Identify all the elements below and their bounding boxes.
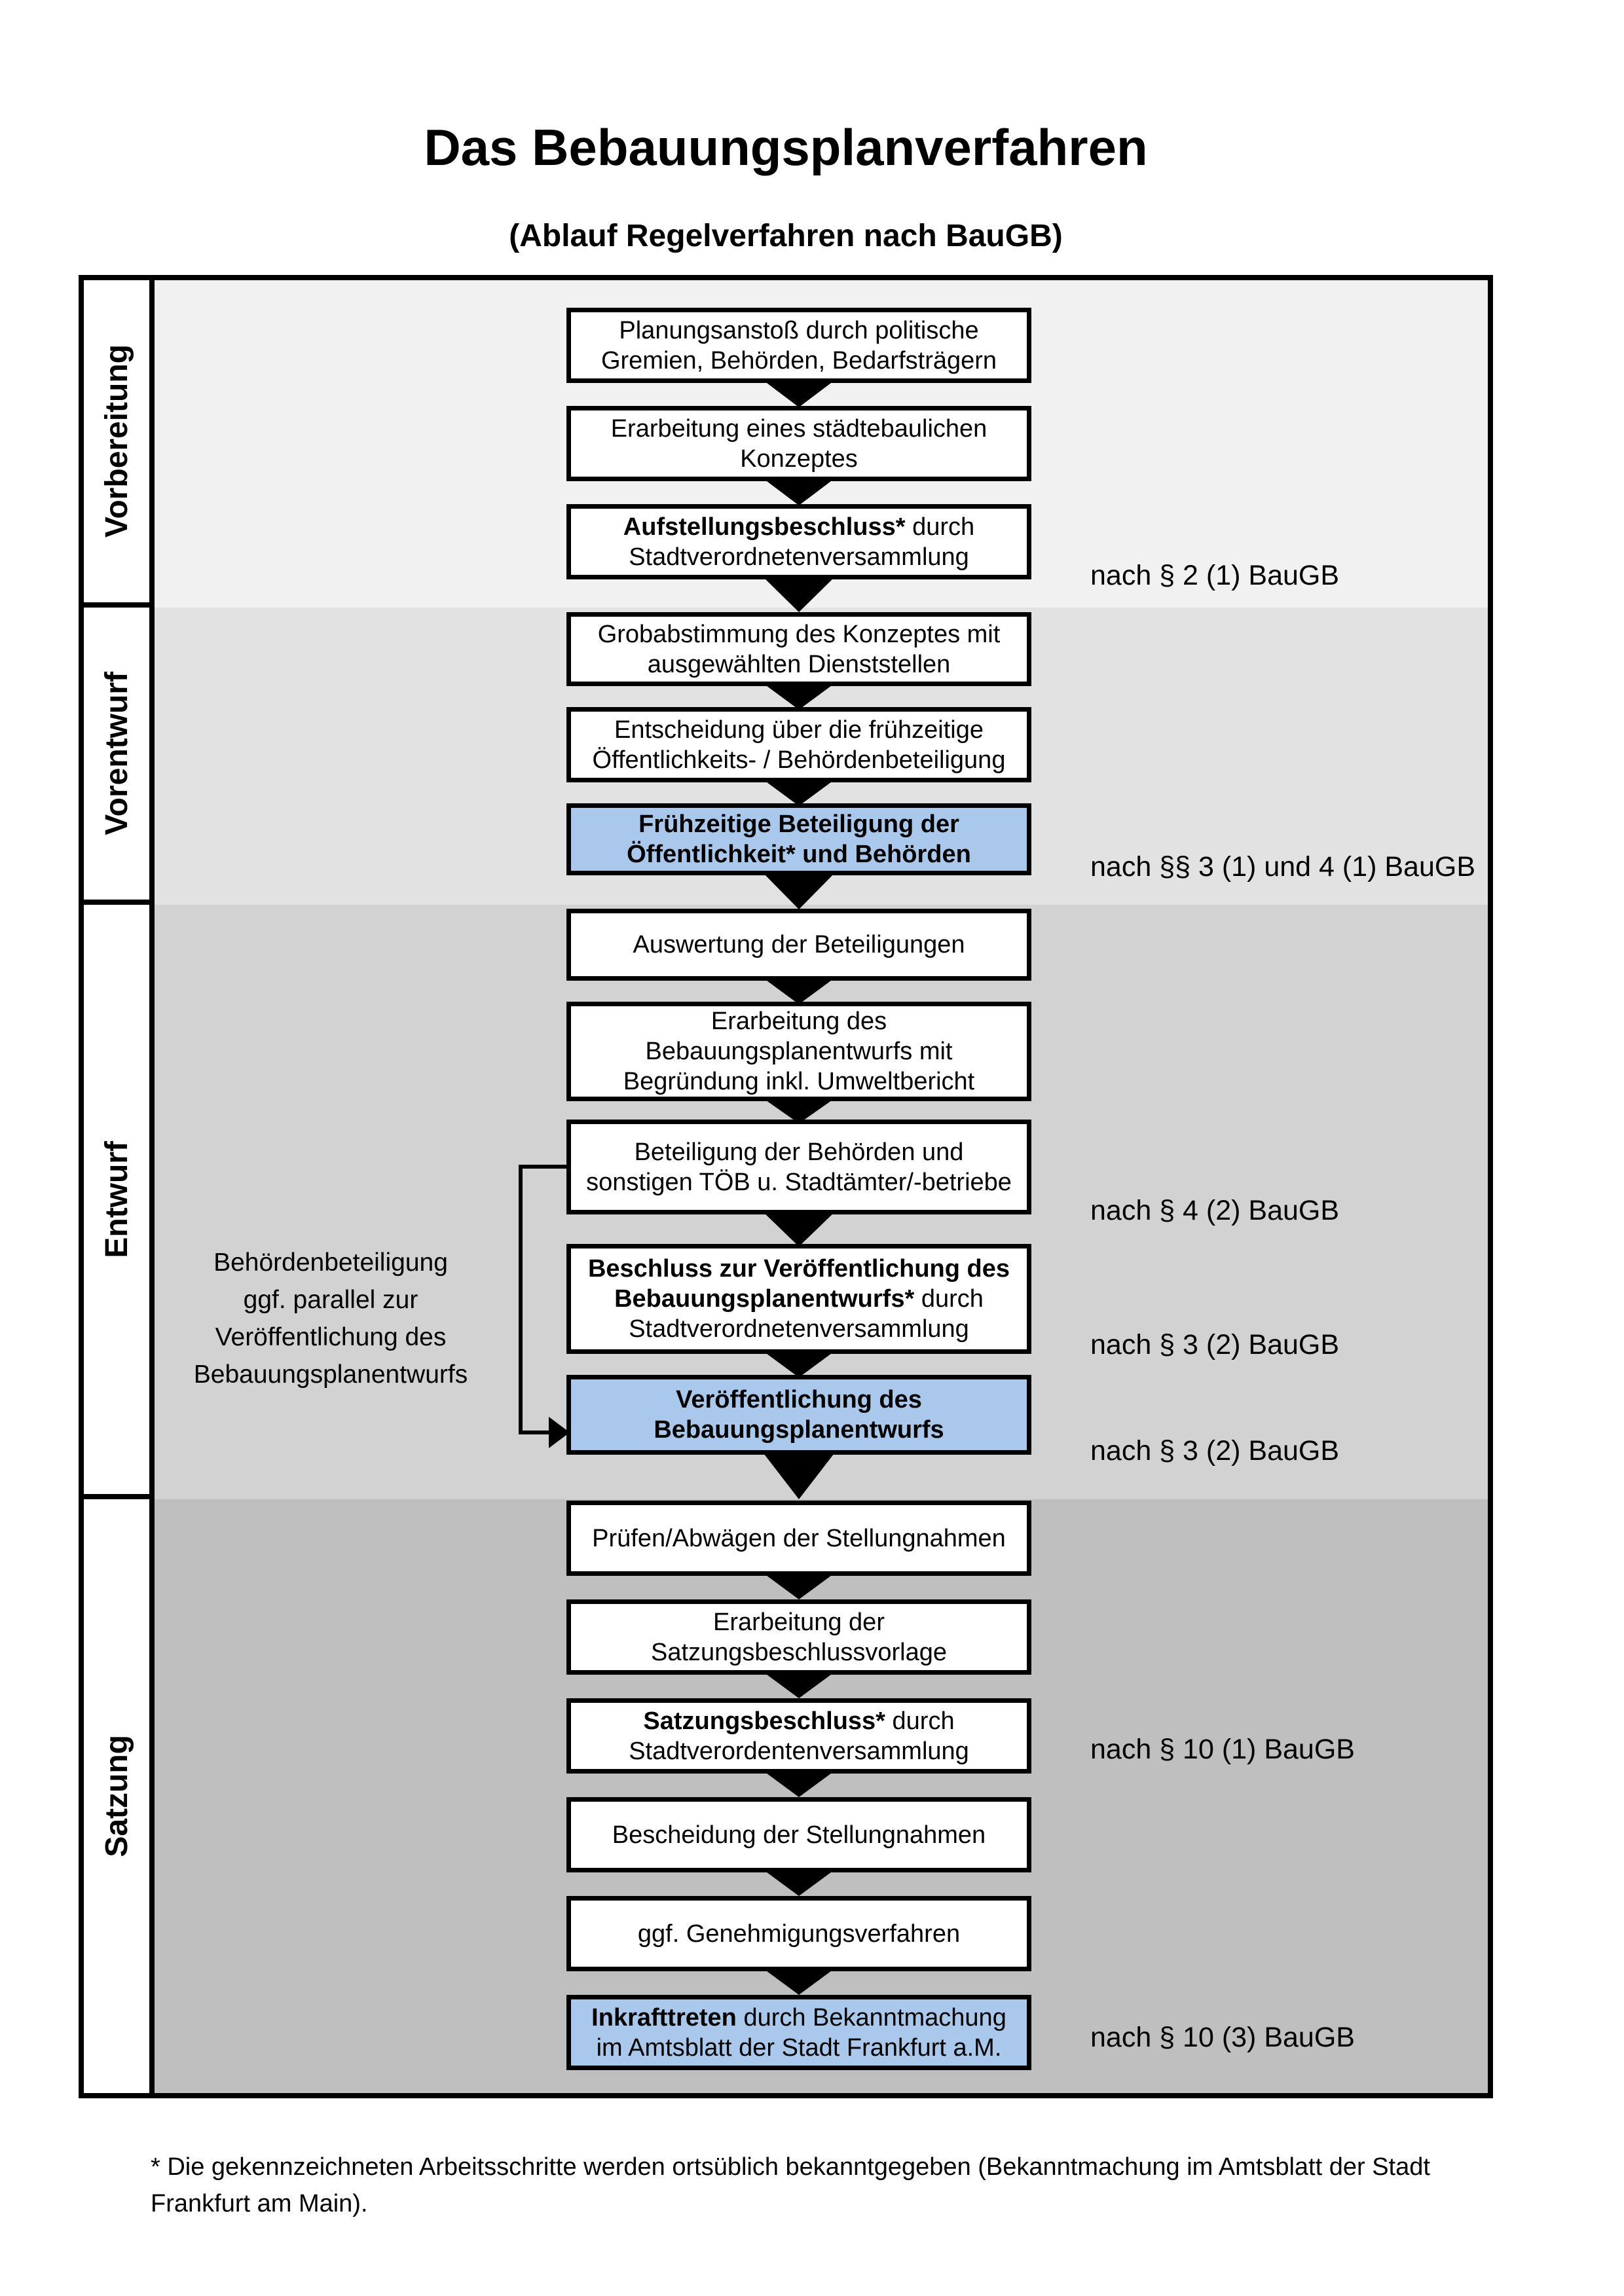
flow-arrow — [762, 1868, 836, 1896]
flow-arrow — [762, 1211, 836, 1247]
step-box-inkrafttreten: Inkrafttreten durch Bekanntmachung im Am… — [566, 1995, 1031, 2070]
step-box-behoerdenbeteiligung: Beteiligung der Behörden und sonstigen T… — [566, 1120, 1031, 1214]
step-box-satzungsbeschlussvorlage: Erarbeitung der Satzungsbeschlussvorlage — [566, 1599, 1031, 1675]
flow-arrow — [762, 1572, 836, 1599]
phase-cell-entwurf: Entwurf — [84, 905, 155, 1499]
flow-arrow — [762, 977, 836, 1004]
step-box-genehmigungsverfahren: ggf. Genehmigungsverfahren — [566, 1896, 1031, 1971]
header: Das Bebauungsplanverfahren (Ablauf Regel… — [79, 118, 1493, 254]
legal-ref-4: nach § 3 (2) BauGB — [1090, 1329, 1340, 1360]
flow-arrow — [762, 1097, 836, 1123]
step-box-bescheidung: Bescheidung der Stellungnahmen — [566, 1797, 1031, 1872]
phase-cell-vorentwurf: Vorentwurf — [84, 608, 155, 905]
flow-arrow — [762, 871, 836, 909]
flow-arrow — [762, 1671, 836, 1698]
connector-line-top — [519, 1165, 566, 1169]
flow-arrow — [762, 575, 836, 612]
step-box-planungsanstoss: Planungsanstoß durch politische Gremien,… — [566, 308, 1031, 383]
flow-arrow — [762, 477, 836, 505]
flow-arrow — [762, 682, 836, 710]
flow-arrow — [762, 1451, 836, 1499]
legal-ref-3: nach § 4 (2) BauGB — [1090, 1195, 1340, 1226]
step-box-veroeffentlichungs-beschluss: Beschluss zur Veröffentlichung des Bebau… — [566, 1244, 1031, 1354]
flow-arrow — [762, 1967, 836, 1995]
step-box-entscheidung-beteiligung: Entscheidung über die frühzeitige Öffent… — [566, 707, 1031, 782]
step-box-fruehzeitige-beteiligung: Frühzeitige Beteiligung der Öffentlichke… — [566, 803, 1031, 875]
phase-cell-vorbereitung: Vorbereitung — [84, 280, 155, 608]
page-title: Das Bebauungsplanverfahren — [424, 118, 1148, 176]
flow-arrow — [762, 778, 836, 806]
connector-line-bottom — [519, 1430, 551, 1434]
step-box-satzungsbeschluss: Satzungsbeschluss* durch Stadtverordente… — [566, 1698, 1031, 1774]
footnote: * Die gekennzeichneten Arbeitsschritte w… — [151, 2153, 1430, 2217]
flow-arrow — [762, 379, 836, 407]
legal-ref-6: nach § 10 (1) BauGB — [1090, 1734, 1355, 1765]
connector-arrowhead-icon — [549, 1417, 570, 1448]
step-box-auswertung: Auswertung der Beteiligungen — [566, 909, 1031, 981]
legal-ref-2: nach §§ 3 (1) und 4 (1) BauGB — [1090, 851, 1476, 883]
step-box-pruefen-abwaegen: Prüfen/Abwägen der Stellungnahmen — [566, 1501, 1031, 1576]
connector-line-vertical — [519, 1165, 523, 1434]
side-note-parallel-beteiligung: Behördenbeteiligung ggf. parallel zur Ve… — [193, 1248, 468, 1389]
flow-arrow — [762, 1770, 836, 1797]
flow-arrow — [762, 1350, 836, 1377]
step-box-veroeffentlichung: Veröffentlichung des Bebauungsplanentwur… — [566, 1375, 1031, 1455]
step-box-grobabstimmung: Grobabstimmung des Konzeptes mit ausgewä… — [566, 612, 1031, 686]
step-box-konzept-erarbeitung: Erarbeitung eines städtebaulichen Konzep… — [566, 406, 1031, 481]
step-box-entwurf-erarbeitung: Erarbeitung des Bebauungsplanentwurfs mi… — [566, 1002, 1031, 1101]
legal-ref-1: nach § 2 (1) BauGB — [1090, 560, 1340, 591]
page-subtitle: (Ablauf Regelverfahren nach BauGB) — [509, 219, 1063, 253]
legal-ref-7: nach § 10 (3) BauGB — [1090, 2022, 1355, 2053]
process-frame — [79, 275, 1493, 2098]
step-box-aufstellungsbeschluss: Aufstellungsbeschluss* durch Stadtverord… — [566, 504, 1031, 579]
phase-cell-satzung: Satzung — [84, 1499, 155, 2093]
legal-ref-5: nach § 3 (2) BauGB — [1090, 1435, 1340, 1467]
